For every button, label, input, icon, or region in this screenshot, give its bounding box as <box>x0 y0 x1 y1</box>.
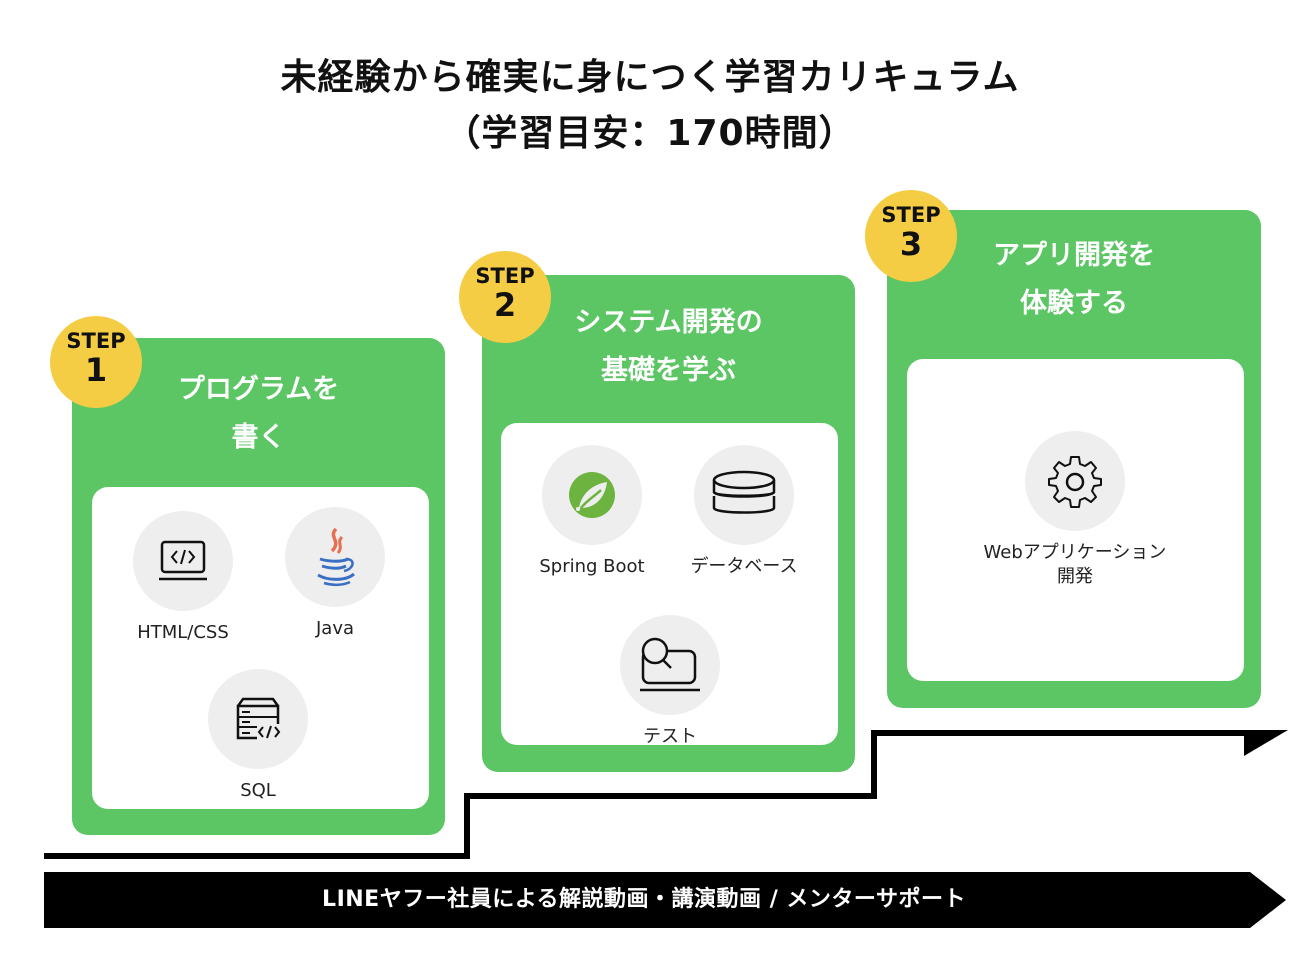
step-3-content-box: Webアプリケーション 開発 <box>907 359 1244 681</box>
item-label: テスト <box>643 726 697 747</box>
step-3-badge-label: STEP <box>881 203 941 227</box>
gear-icon <box>1025 431 1125 531</box>
step-3-title: アプリ開発を 体験する <box>887 232 1261 328</box>
item-label: データベース <box>690 556 798 577</box>
java-logo-icon <box>285 507 385 607</box>
step-1-item-sql: SQL <box>183 669 333 803</box>
spring-leaf-icon <box>542 445 642 545</box>
step-1-title: プログラムを 書く <box>72 366 445 462</box>
step-2-badge-number: 2 <box>493 286 517 324</box>
step-2-item-spring-boot: Spring Boot <box>517 445 667 579</box>
step-2-title-line1: システム開発の <box>574 307 763 338</box>
step-2-title: システム開発の 基礎を学ぶ <box>482 299 855 395</box>
page-title: 未経験から確実に身につく学習カリキュラム <box>280 57 1020 98</box>
step-2-content-box: Spring Boot データベース <box>501 423 838 747</box>
staircase-arrowhead <box>1244 730 1288 756</box>
step-1-item-html-css: HTML/CSS <box>108 511 258 645</box>
step-1-title-line2: 書く <box>231 422 286 453</box>
step-2-badge: STEP 2 <box>459 251 551 343</box>
step-3-badge-number: 3 <box>899 225 923 263</box>
step-3-title-line1: アプリ開発を <box>993 240 1155 271</box>
item-label-line1: Webアプリケーション <box>983 542 1167 563</box>
support-banner-text: LINEヤフー社員による解説動画・講演動画 / メンターサポート <box>322 887 966 912</box>
laptop-code-icon <box>133 511 233 611</box>
banner-arrow-shape <box>44 872 1286 928</box>
database-server-code-icon <box>208 669 308 769</box>
item-label: Webアプリケーション 開発 <box>975 541 1175 589</box>
magnifier-screen-icon <box>620 615 720 715</box>
step-2-item-database: データベース <box>669 445 819 579</box>
step-1-item-java: Java <box>260 507 410 641</box>
step-2-card: システム開発の 基礎を学ぶ Spring Boot <box>482 275 855 772</box>
step-3-badge: STEP 3 <box>865 190 957 282</box>
step-3-item-web-app: Webアプリケーション 開発 <box>975 431 1175 589</box>
support-banner-arrow <box>44 872 1286 928</box>
step-2-title-line2: 基礎を学ぶ <box>601 355 736 386</box>
item-label: SQL <box>240 780 276 801</box>
step-1-card: プログラムを 書く HTML/CSS <box>72 338 445 835</box>
step-1-badge-number: 1 <box>84 351 108 389</box>
step-2-badge-label: STEP <box>475 264 535 288</box>
item-label-line2: 開発 <box>1057 566 1093 587</box>
step-1-content-box: HTML/CSS Java <box>92 487 429 809</box>
item-label: Java <box>315 618 355 639</box>
step-3-title-line2: 体験する <box>1020 288 1128 319</box>
page-subtitle: （学習目安：170時間） <box>444 113 856 154</box>
step-1-badge: STEP 1 <box>50 316 142 408</box>
database-icon <box>694 445 794 545</box>
step-1-badge-label: STEP <box>66 329 126 353</box>
step-3-card: アプリ開発を 体験する Webアプリケーション 開発 <box>887 210 1261 708</box>
item-label: Spring Boot <box>539 556 645 577</box>
step-1-title-line1: プログラムを <box>177 374 340 405</box>
step-2-item-test: テスト <box>595 615 745 749</box>
item-label: HTML/CSS <box>137 622 229 643</box>
